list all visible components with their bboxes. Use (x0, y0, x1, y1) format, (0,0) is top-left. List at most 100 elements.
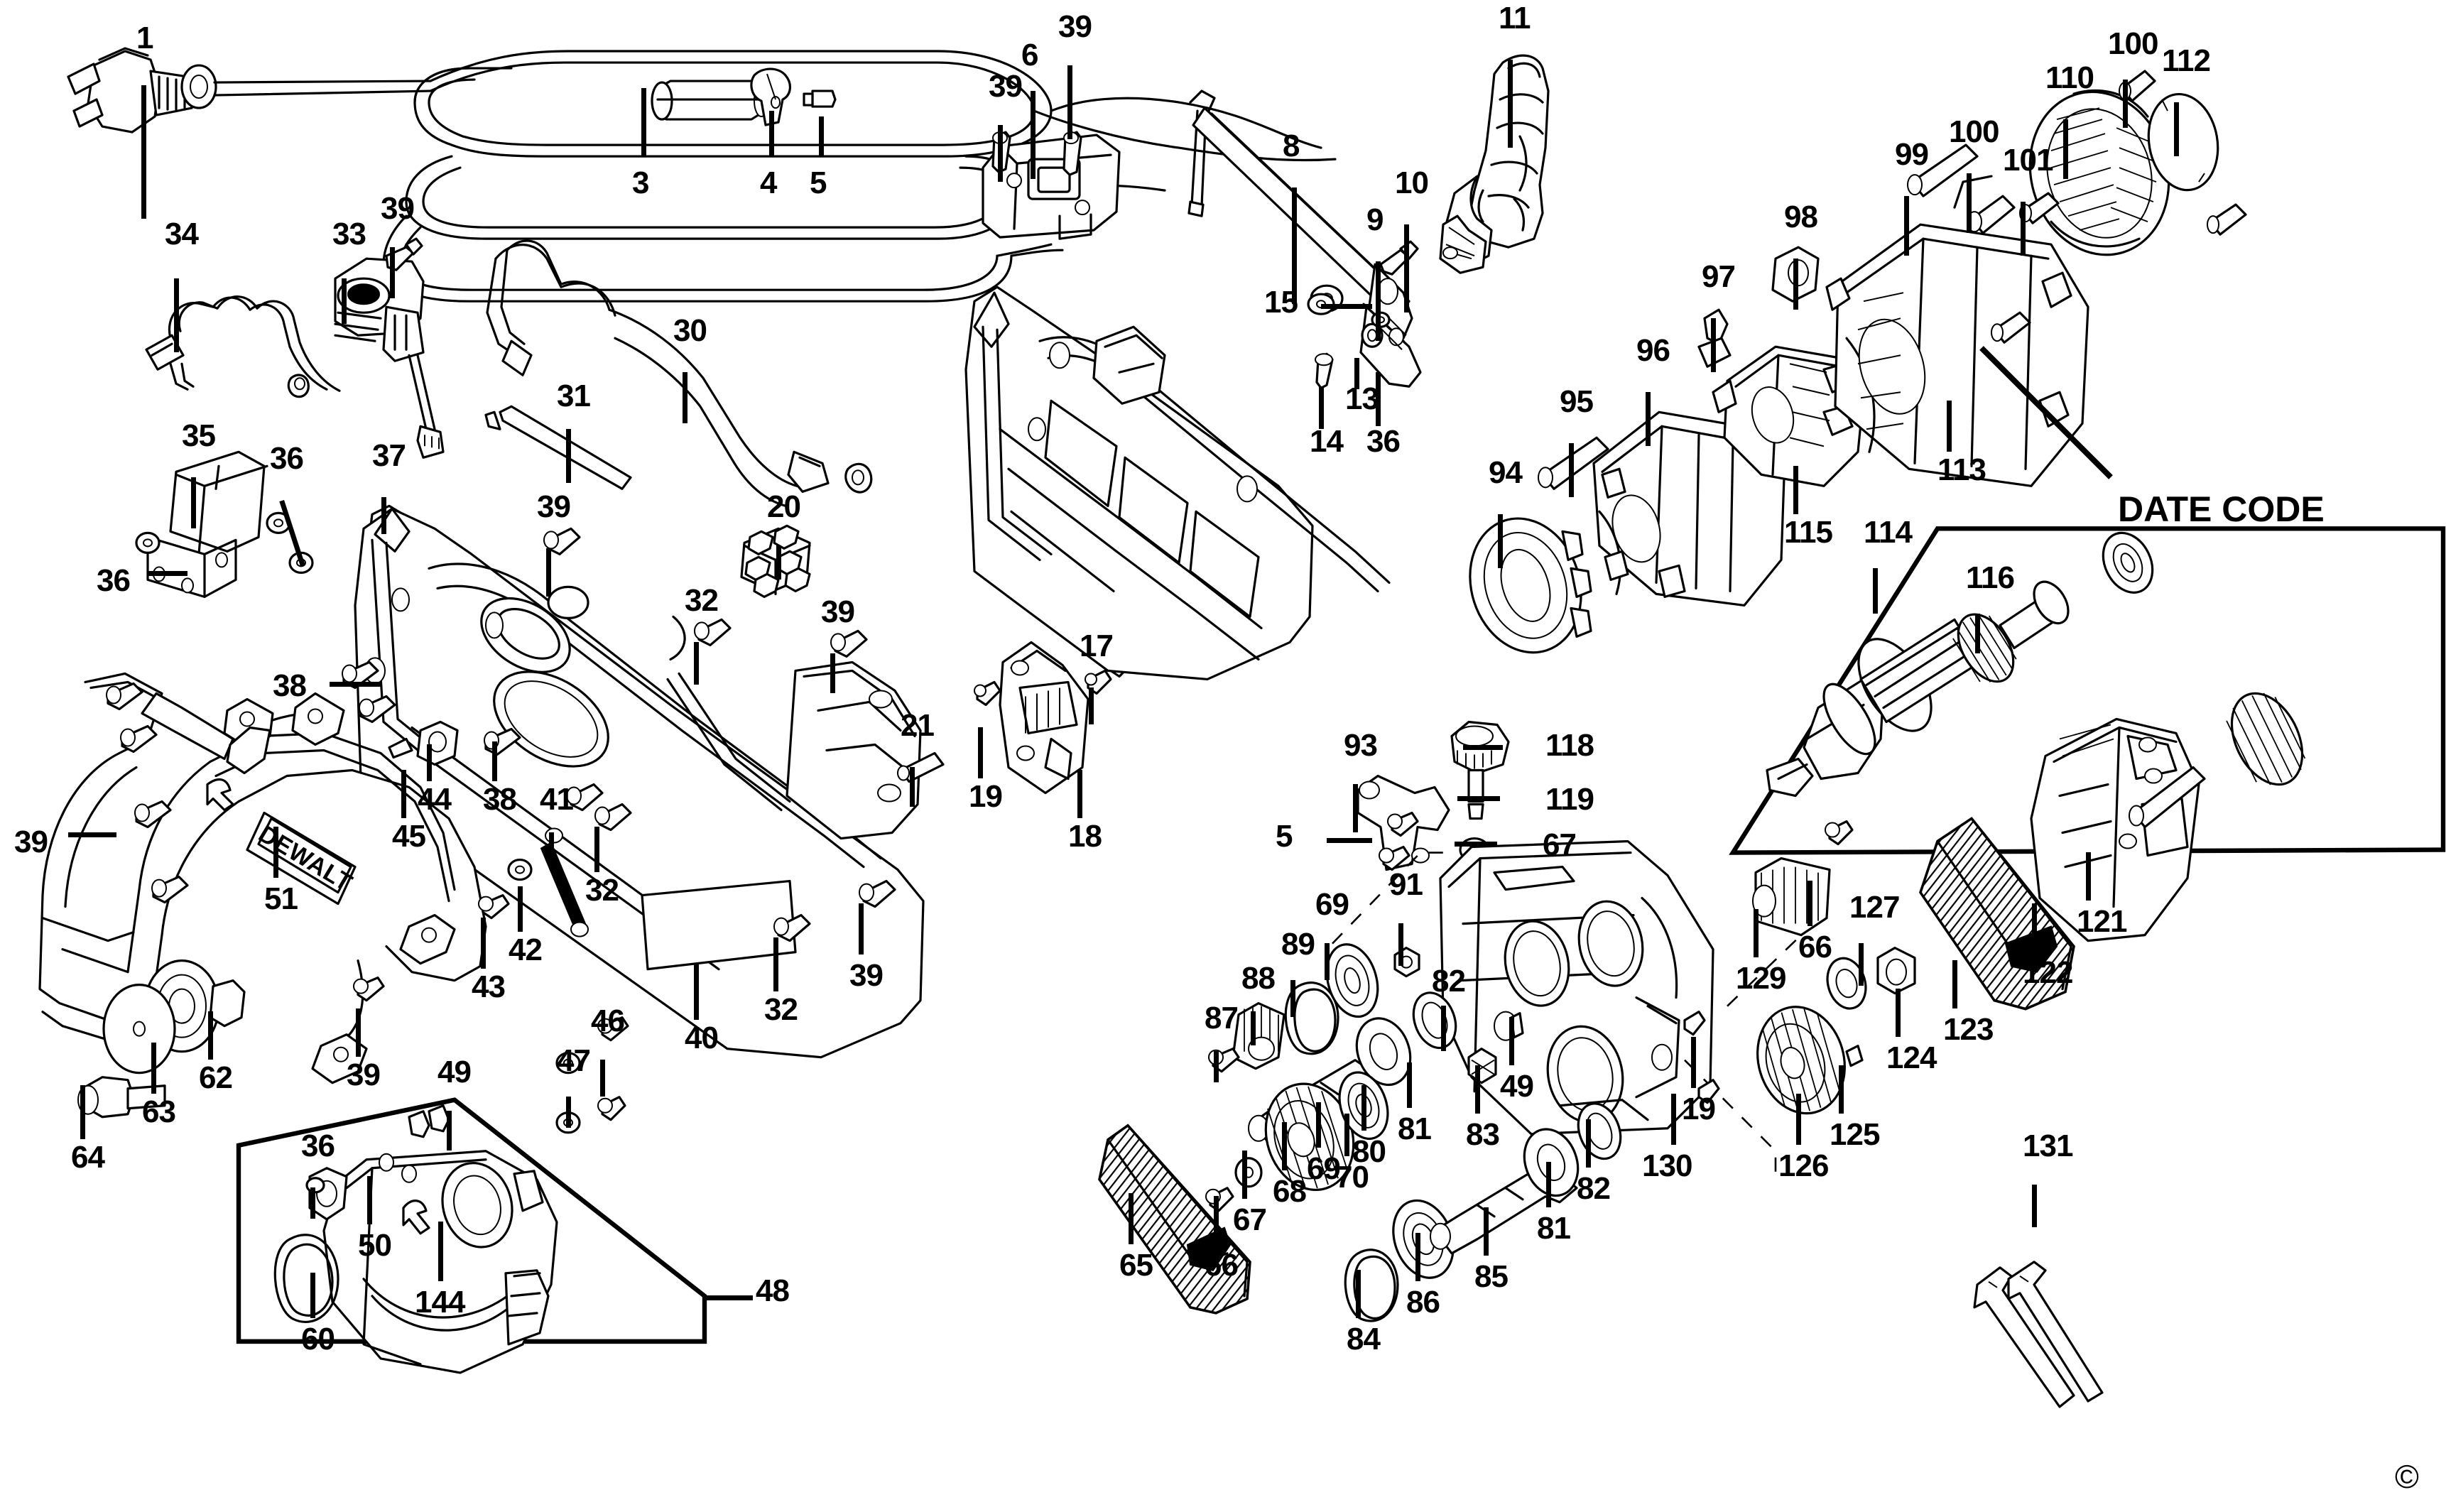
callout-number: 50 (358, 1228, 392, 1263)
callout-number: 44 (418, 782, 452, 817)
callout-number: 20 (767, 489, 801, 524)
callout-number: 100 (2108, 26, 2158, 61)
callout-number: 51 (264, 881, 298, 916)
part-33-trigger (334, 257, 445, 459)
callout-number: 18 (1068, 819, 1102, 854)
callout-number: 125 (1830, 1117, 1880, 1152)
callout-number: 41 (540, 782, 574, 817)
callout-number: 97 (1702, 259, 1736, 294)
callout-number: 88 (1241, 961, 1276, 996)
part-32-screws (566, 618, 811, 942)
callout-number: 116 (1966, 560, 2015, 595)
callout-number: 121 (2077, 904, 2127, 939)
part-39-screw-lower (353, 977, 385, 1002)
callout-number: 32 (764, 992, 798, 1027)
part-39-screws-right (543, 527, 896, 908)
callout-number: 114 (1864, 515, 1913, 550)
callout-number: 122 (2023, 955, 2073, 990)
part-130-gearcase (1439, 839, 1714, 1136)
part-20-terminal-block (740, 524, 811, 598)
callout-number: 115 (1784, 515, 1833, 550)
callout-leader-line (68, 832, 116, 837)
callout-number: 39 (347, 1057, 381, 1092)
part-81-washer (1355, 1017, 1412, 1087)
callout-number: 43 (472, 969, 506, 1004)
callout-number: 45 (392, 819, 426, 854)
callout-number: 17 (1080, 629, 1114, 663)
callout-number: 10 (1395, 165, 1429, 200)
part-131-hex-wrenches (1973, 1261, 2104, 1408)
callout-number: 66 (1205, 1248, 1239, 1283)
callout-number: 94 (1489, 455, 1523, 490)
callout-number: 60 (301, 1322, 335, 1356)
callout-number: 11 (1499, 1, 1531, 36)
callout-number: 37 (372, 438, 406, 473)
callout-number: 39 (989, 69, 1023, 104)
part-66-pin-r (1825, 820, 1854, 846)
callout-number: 80 (1352, 1134, 1386, 1169)
part-18-shoe-bracket (999, 641, 1089, 795)
callout-number: 39 (821, 594, 855, 629)
callout-number: 101 (2003, 143, 2053, 178)
callout-number: 8 (1283, 129, 1300, 163)
part-5-pin (803, 89, 837, 108)
callout-number: 86 (1406, 1285, 1440, 1320)
part-115-brush-holder (1712, 345, 1865, 487)
callout-number: 39 (1058, 9, 1092, 44)
callout-number: 32 (685, 583, 719, 618)
callout-number: 47 (557, 1043, 591, 1078)
callout-number: 32 (585, 873, 619, 908)
part-116-bearing (2102, 531, 2154, 594)
callout-leader-line (1327, 838, 1372, 843)
callout-number: 82 (1577, 1171, 1611, 1206)
callout-number: 129 (1736, 961, 1786, 996)
callout-number: 65 (1119, 1248, 1153, 1283)
callout-number: 63 (142, 1094, 176, 1129)
part-87-screw (1208, 1048, 1240, 1073)
callout-number: 113 (1937, 452, 1986, 487)
part-6-switch (982, 134, 1121, 240)
part-4-clip (750, 67, 791, 126)
part-119-clip (1467, 803, 1484, 820)
callout-leader-line (148, 571, 187, 576)
part-100-101-bolts (1907, 70, 2247, 344)
part-94-fan-baffle (1469, 517, 1592, 654)
callout-number: 89 (1281, 927, 1315, 962)
part-122-guard (2030, 717, 2200, 942)
callout-number: 110 (2045, 60, 2094, 95)
callout-number: 85 (1474, 1259, 1509, 1294)
inset-box-114-armature (1729, 526, 2446, 855)
callout-number: 127 (1849, 890, 1900, 925)
part-19-pins-right (1683, 1011, 1720, 1104)
part-39-screw (106, 682, 189, 904)
part-49-pins (408, 1104, 450, 1138)
callout-number: 81 (1537, 1211, 1571, 1246)
callout-number: 39 (381, 191, 415, 226)
callout-number: 83 (1466, 1117, 1500, 1152)
part-130-pinion-lower (2226, 692, 2306, 786)
callout-number: 118 (1545, 728, 1594, 763)
callout-number: 38 (273, 668, 307, 703)
callout-number: 19 (969, 779, 1003, 814)
callout-number: 67 (1233, 1202, 1267, 1237)
callout-number: 62 (199, 1060, 233, 1095)
callout-number: 98 (1784, 200, 1818, 234)
callout-number: 99 (1895, 137, 1929, 172)
fasteners-left-group (106, 527, 896, 1075)
callout-number: 69 (1315, 887, 1349, 922)
date-code-label: DATE CODE (2118, 489, 2325, 529)
callout-leader-line (330, 682, 381, 687)
part-5-screws (1379, 811, 1419, 871)
part-85-shaft (1430, 1173, 1578, 1255)
callout-number: 87 (1205, 1001, 1239, 1035)
callout-number: 36 (1366, 424, 1401, 459)
callout-number: 30 (673, 313, 707, 348)
callout-number: 31 (557, 379, 591, 413)
callout-number: 49 (1500, 1069, 1534, 1104)
callout-number: 40 (685, 1021, 719, 1055)
part-45-screw (388, 737, 413, 759)
part-125-key (1845, 1045, 1864, 1067)
